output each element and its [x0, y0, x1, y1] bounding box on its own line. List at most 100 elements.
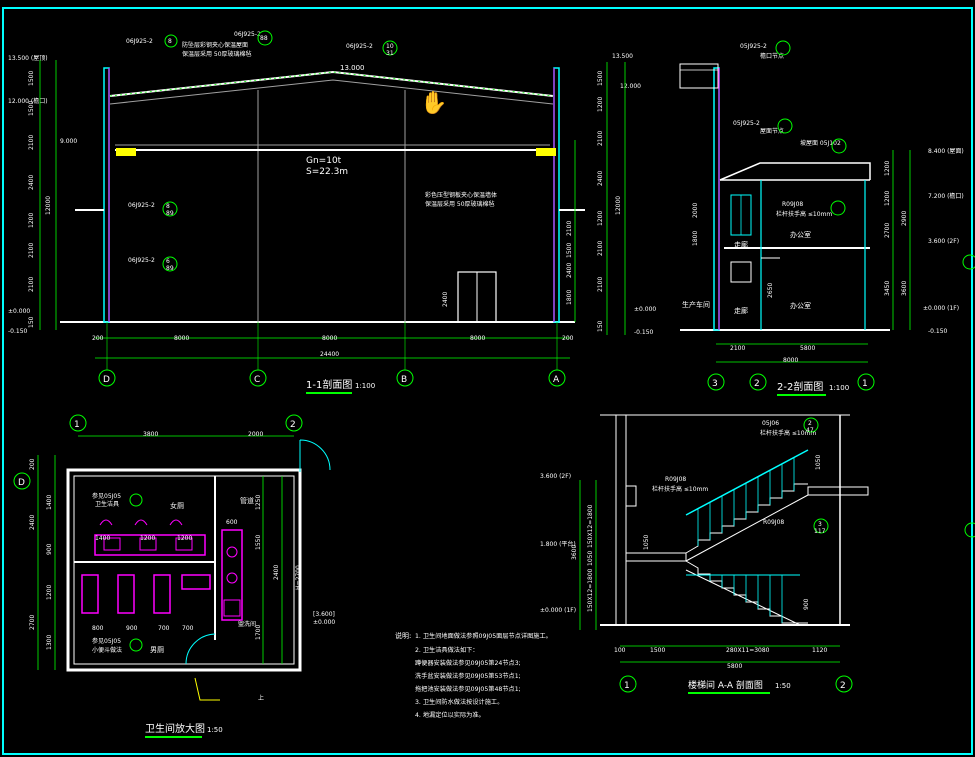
- toilet-level-1: ±0.000: [313, 619, 335, 626]
- label-men: 男厕: [150, 646, 164, 654]
- room-corridor-2f: 走廊: [734, 240, 748, 249]
- level-2-2-right-5: -0.150: [928, 328, 948, 335]
- axis-circle-b: [396, 369, 414, 387]
- toilet-callout-2: [129, 638, 143, 652]
- stair-scale: 1:50: [775, 682, 791, 690]
- stair-dim-left-1: 1050: [587, 551, 594, 566]
- section-1-1-title: 1-1剖面图: [306, 378, 352, 391]
- toilet-plan: 上 女厕 男厕 管道 盥洗间 1400 1200 1200 800 900 70…: [13, 414, 335, 738]
- level-left-5: -0.150: [8, 328, 28, 335]
- callout-num-4a: 8: [166, 203, 170, 210]
- fixture-dim-2: 1200: [140, 535, 155, 542]
- notes-line-3: 蹲便器安装做法参见09J05第24节点3;: [415, 659, 521, 667]
- toilet-fixture-3: [175, 537, 193, 551]
- callout-2-2-2: [777, 118, 793, 134]
- callout-4: 06J925-2: [128, 202, 155, 209]
- toilet-dim-right-5: H=2700: [295, 565, 302, 590]
- ridge-level: 13.000: [340, 64, 365, 72]
- roof-purlins: [109, 71, 554, 97]
- stair-callout-num-1a: 2: [808, 420, 812, 427]
- dim-2-2-right-1: 1200: [884, 161, 891, 176]
- axis-label-2: 2: [754, 379, 760, 389]
- sink-counter: [221, 529, 243, 621]
- toilet-dim-left-3: 900: [46, 543, 53, 555]
- roof-note-1: 防坠层彩钢夹心保温屋面: [182, 41, 248, 49]
- drawing-frame: [2, 7, 973, 755]
- stair-axis-circle-1: [619, 675, 637, 693]
- dim-left-2: 1500: [28, 101, 35, 116]
- callout-circle-1: [164, 34, 178, 48]
- dim-left-total: 12000: [45, 196, 52, 215]
- stair-dim-bottom-2: 1500: [650, 647, 665, 654]
- dim-right-2: 1500: [566, 243, 573, 258]
- dim-2-2-left-6: 2100: [597, 241, 604, 256]
- section-1-1-scale: 1:100: [355, 382, 375, 390]
- toilet-level-2: [3.600]: [313, 611, 335, 618]
- women-doors: [99, 519, 183, 526]
- fixture-dim-4: 800: [92, 625, 104, 632]
- roof-note-2: 保温层采用 50厚玻璃棉毡: [182, 50, 252, 58]
- toilet-dim-top-1: 3800: [143, 431, 158, 438]
- roof-truss-line: [109, 79, 554, 105]
- stair-axis-label-1: 1: [624, 681, 630, 691]
- dim-2-2-bottom-2: 5800: [800, 345, 815, 352]
- section-2-2: 走廊 办公室 走廊 办公室 生产车间 05J925-2 屋面节点 05J925-…: [597, 40, 964, 396]
- note-2-2-6: R09J08: [782, 201, 803, 208]
- notes-line-7: 4. 地漏定位以实际为准。: [415, 711, 485, 719]
- toilet-fixture-2: [139, 537, 157, 551]
- notes-line-5: 拖把池安装做法参见09J05第48节点1;: [415, 685, 521, 693]
- notes-line-4: 洗手盆安装做法参见09J05第53节点1;: [415, 672, 521, 680]
- callout-num-1: 8: [168, 38, 172, 45]
- notes-title: 说明:: [395, 631, 411, 640]
- axis-label-c: C: [254, 375, 260, 385]
- stair-section: 3.600 (2F) 1.800 (平台) ±0.000 (1F) 1050 1…: [540, 414, 869, 694]
- note-2-2-5: 坡屋面 05J102: [800, 139, 841, 147]
- stair-dim-left-4: 3600: [571, 545, 578, 560]
- axis-label-3: 3: [712, 379, 718, 389]
- toilet-callout-1: [129, 493, 143, 507]
- fixture-dim-8: 600: [226, 519, 238, 526]
- toilet-dim-left-4: 1200: [46, 585, 53, 600]
- level-2-2-left-1: 13.500: [612, 53, 633, 60]
- toilet-axis-label-1: 1: [74, 420, 80, 430]
- dim-bottom-total: 24400: [320, 351, 339, 358]
- dim-left-3: 2100: [28, 135, 35, 150]
- toilet-dim-left-2: 1400: [46, 495, 53, 510]
- sink-1: [226, 546, 238, 558]
- note-2-2-3: 05J925-2: [740, 43, 767, 50]
- callout-circle-4: [162, 201, 178, 217]
- sink-2: [226, 572, 238, 584]
- wall-note-2: 保温层采用 50厚玻璃棉毡: [425, 200, 495, 208]
- toilet-dim-right-4: 1700: [255, 625, 262, 640]
- callout-circle-3: [382, 40, 398, 56]
- men-stall-3: [153, 574, 171, 614]
- fixture-dim-7: 700: [182, 625, 194, 632]
- dim-2-2-left-2: 1200: [597, 97, 604, 112]
- callout-1: 06J925-2: [126, 38, 153, 45]
- lower-flight-soffit: [685, 569, 801, 626]
- toilet-note-3: 参见05J05: [92, 637, 121, 645]
- dim-2-2-right-2: 1200: [884, 191, 891, 206]
- callout-num-5b: 89: [166, 265, 174, 272]
- callout-2-2-4: [830, 200, 846, 216]
- dim-2-2-left-3: 2100: [597, 131, 604, 146]
- door-height: 2400: [442, 292, 449, 307]
- toilet-note-2: 卫生洁具: [95, 500, 119, 508]
- callout-num-3a: 10: [386, 43, 394, 50]
- inner-dim-3: 2650: [767, 283, 774, 298]
- hand-cursor-icon: ✋: [420, 90, 447, 116]
- level-2-2-left-3: ±0.000: [634, 306, 656, 313]
- section-2-2-title: 2-2剖面图: [777, 380, 823, 393]
- dim-right-4: 1800: [566, 290, 573, 305]
- stair-dim-left-2: 150X12=1800: [587, 504, 594, 548]
- dim-2-2-left-total: 12000: [615, 196, 622, 215]
- callout-2-2-3: [831, 138, 847, 154]
- men-stall-1: [81, 574, 99, 614]
- dim-left-1: 1500: [28, 71, 35, 86]
- note-2-2-4: 檐口节点: [760, 52, 784, 60]
- room-corridor-1f: 走廊: [734, 306, 748, 315]
- dim-bottom-2: 8000: [174, 335, 189, 342]
- stair-level-2: 1.800 (平台): [540, 540, 576, 548]
- level-2-2-left-2: 12.000: [620, 83, 641, 90]
